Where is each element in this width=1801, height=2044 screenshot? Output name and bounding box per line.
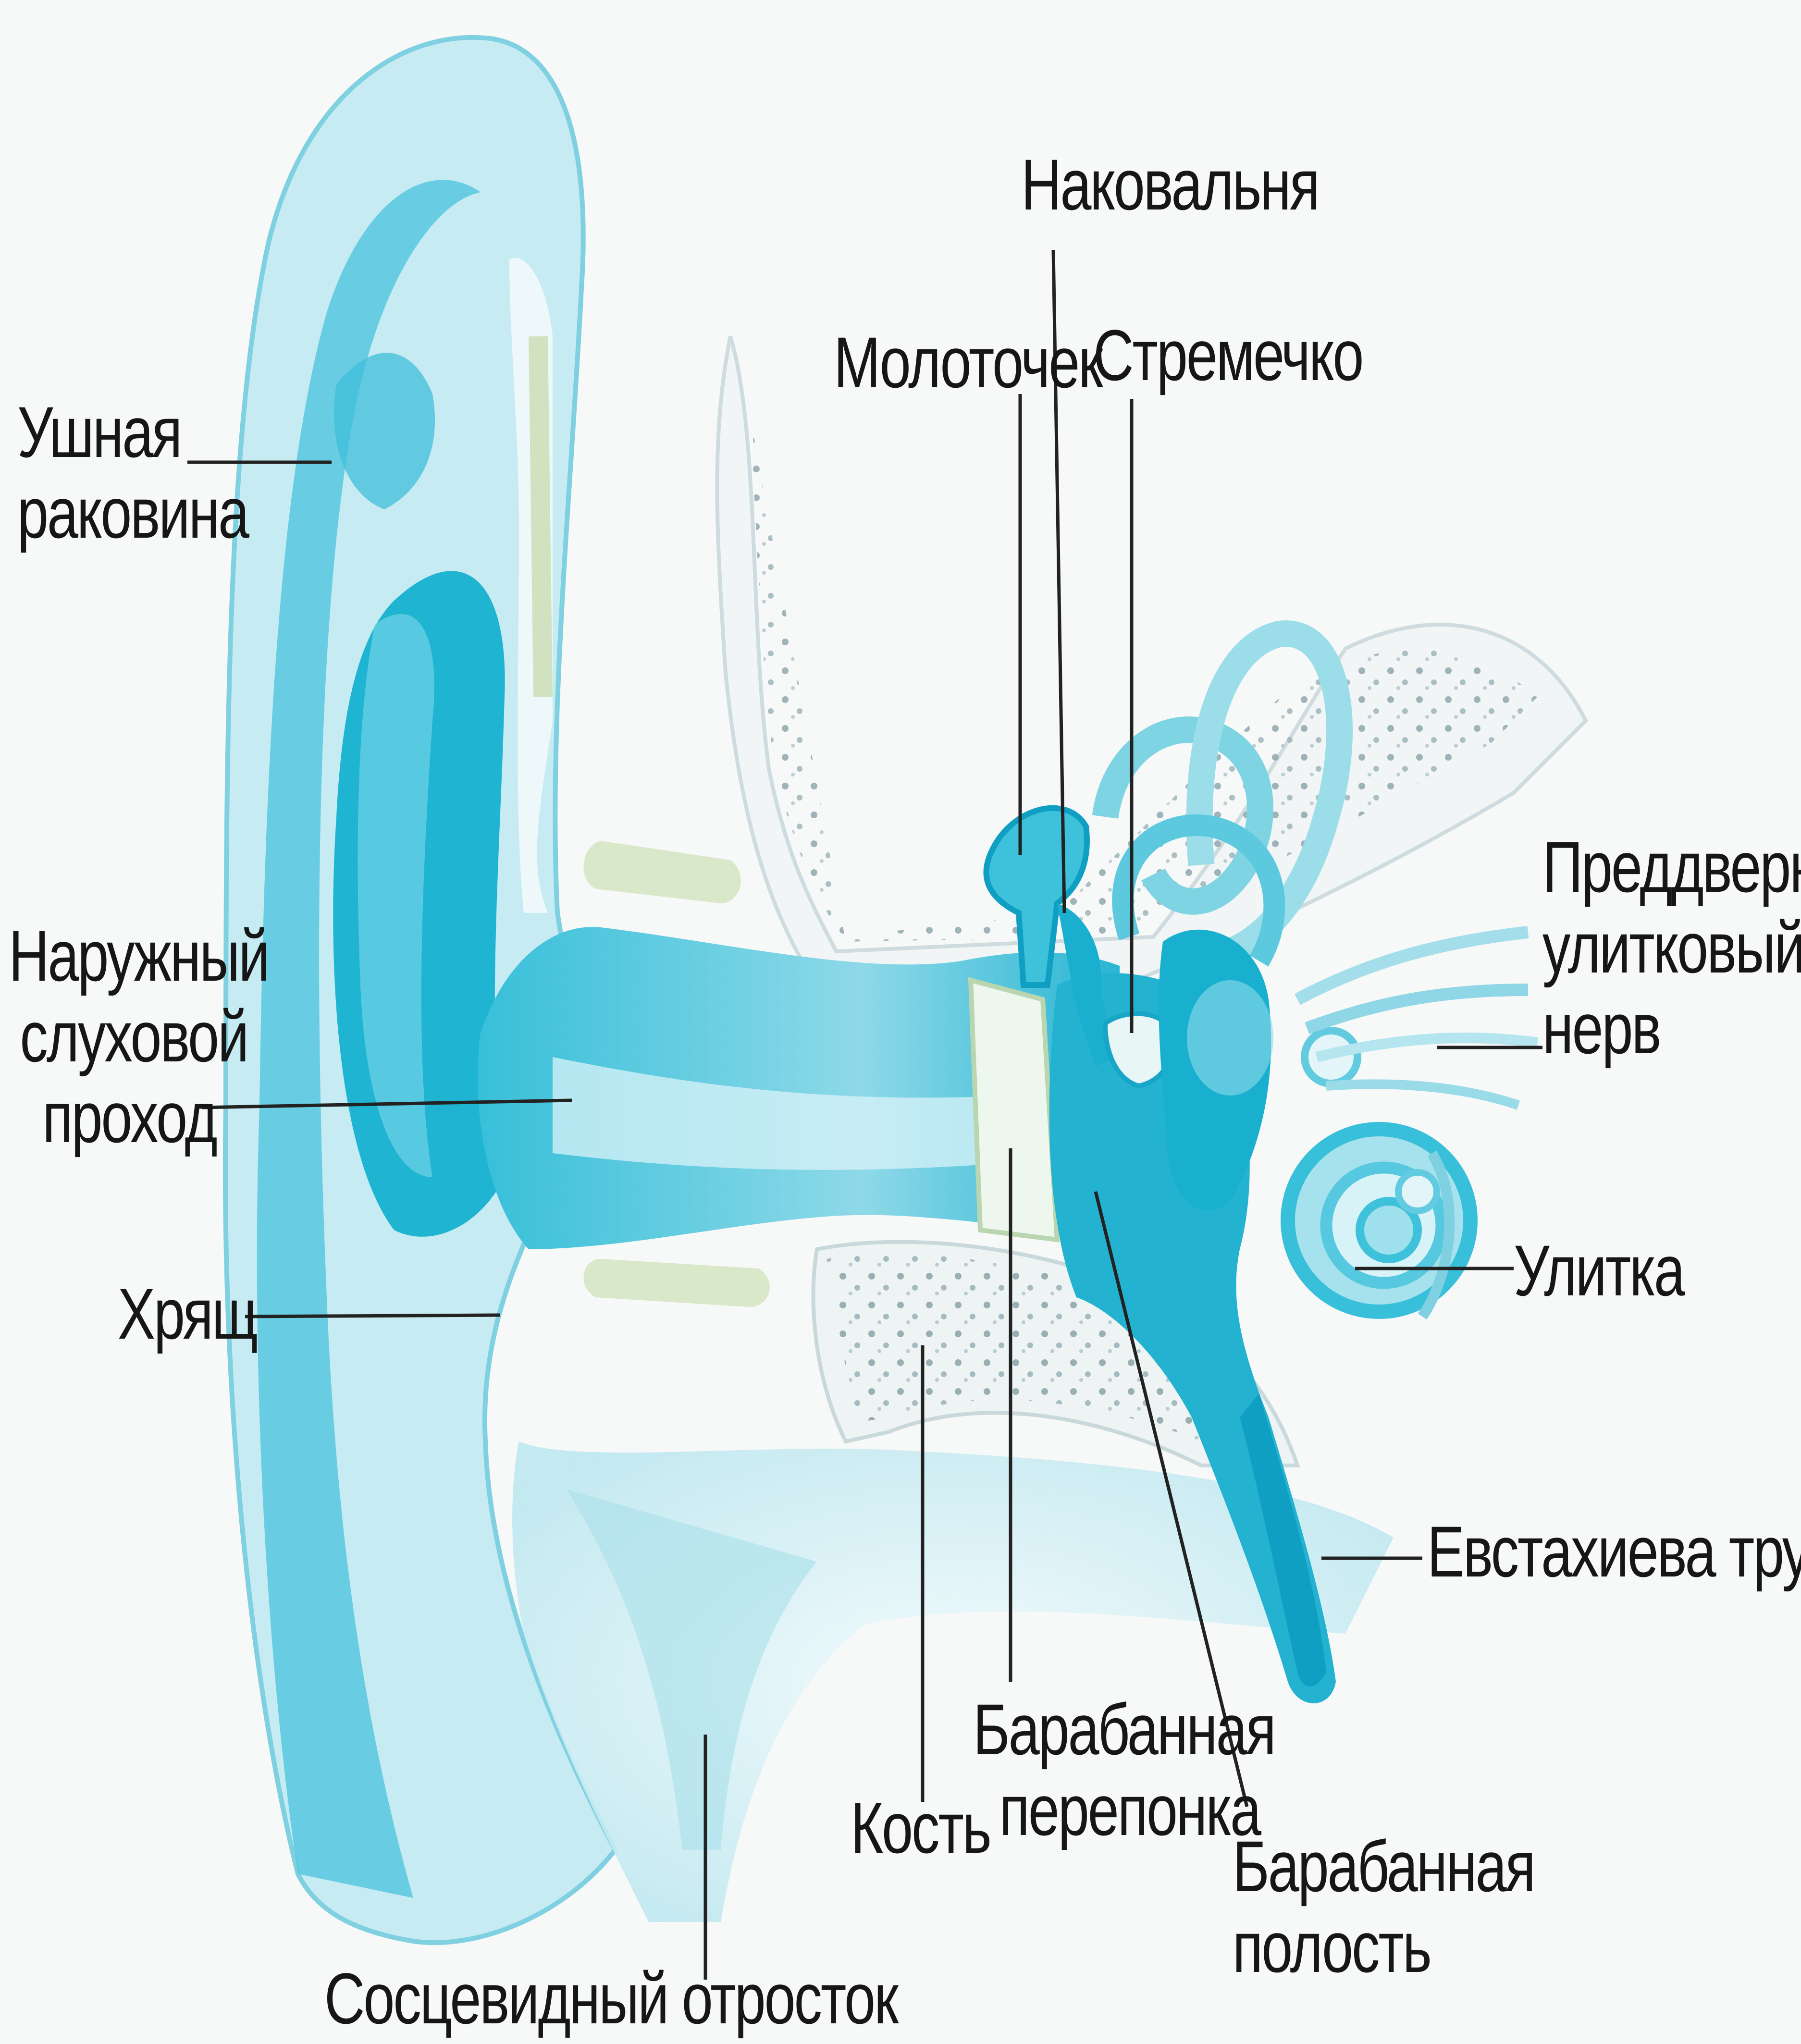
temporal-bone-upper (717, 336, 1586, 1009)
nerve-label: Преддверно- улитковый нерв (1542, 826, 1801, 1069)
stapes-label: Стремечко (1093, 315, 1362, 395)
cartilage-label: Хрящ (118, 1273, 257, 1354)
auricle-label-line-2: раковина (17, 472, 248, 553)
eardrum-label: Барабанная перепонка (973, 1689, 1275, 1850)
cartilage-leader (245, 1315, 500, 1317)
tympanic-cavity-label: Барабанная полость (1233, 1826, 1534, 1987)
eustachian-tube-label: Евстахиева труба (1427, 1511, 1801, 1592)
ear-canal-label: Наружный слуховой проход (9, 915, 269, 1157)
eardrum-shape (971, 980, 1057, 1240)
auricle-label: Ушная раковина (17, 392, 248, 553)
incus-label-text: Наковальня (1021, 144, 1319, 225)
nerve-label-line-1: Преддверно- (1542, 826, 1801, 907)
eardrum-label-line-2: перепонка (973, 1770, 1275, 1850)
auricle-label-line-1: Ушная (17, 392, 248, 472)
mastoid-label-text: Сосцевидный отросток (324, 1958, 897, 2039)
nerve-label-line-2: улитковый (1542, 907, 1801, 988)
malleus-label: Молоточек (834, 322, 1101, 403)
nerve-label-line-3: нерв (1542, 988, 1801, 1069)
cochlea-label-text: Улитка (1514, 1230, 1684, 1311)
eardrum-label-line-1: Барабанная (973, 1689, 1275, 1770)
stapes-label-text: Стремечко (1093, 315, 1362, 395)
cartilage-label-text: Хрящ (118, 1273, 257, 1354)
tympanic-cavity-label-line-1: Барабанная (1233, 1826, 1534, 1907)
cochlea-label: Улитка (1514, 1230, 1684, 1311)
malleus-label-text: Молоточек (834, 322, 1101, 403)
mastoid-label: Сосцевидный отросток (324, 1958, 897, 2039)
ear-canal-label-line-2: слуховой (9, 996, 269, 1077)
eustachian-tube-label-text: Евстахиева труба (1427, 1511, 1801, 1592)
tympanic-cavity-label-line-2: полость (1233, 1907, 1534, 1987)
ear-canal-label-line-1: Наружный (9, 915, 269, 996)
bone-label-text: Кость (851, 1787, 990, 1868)
incus-label: Наковальня (1021, 144, 1319, 225)
ear-canal-label-line-3: проход (9, 1077, 269, 1157)
bone-label: Кость (851, 1787, 990, 1868)
